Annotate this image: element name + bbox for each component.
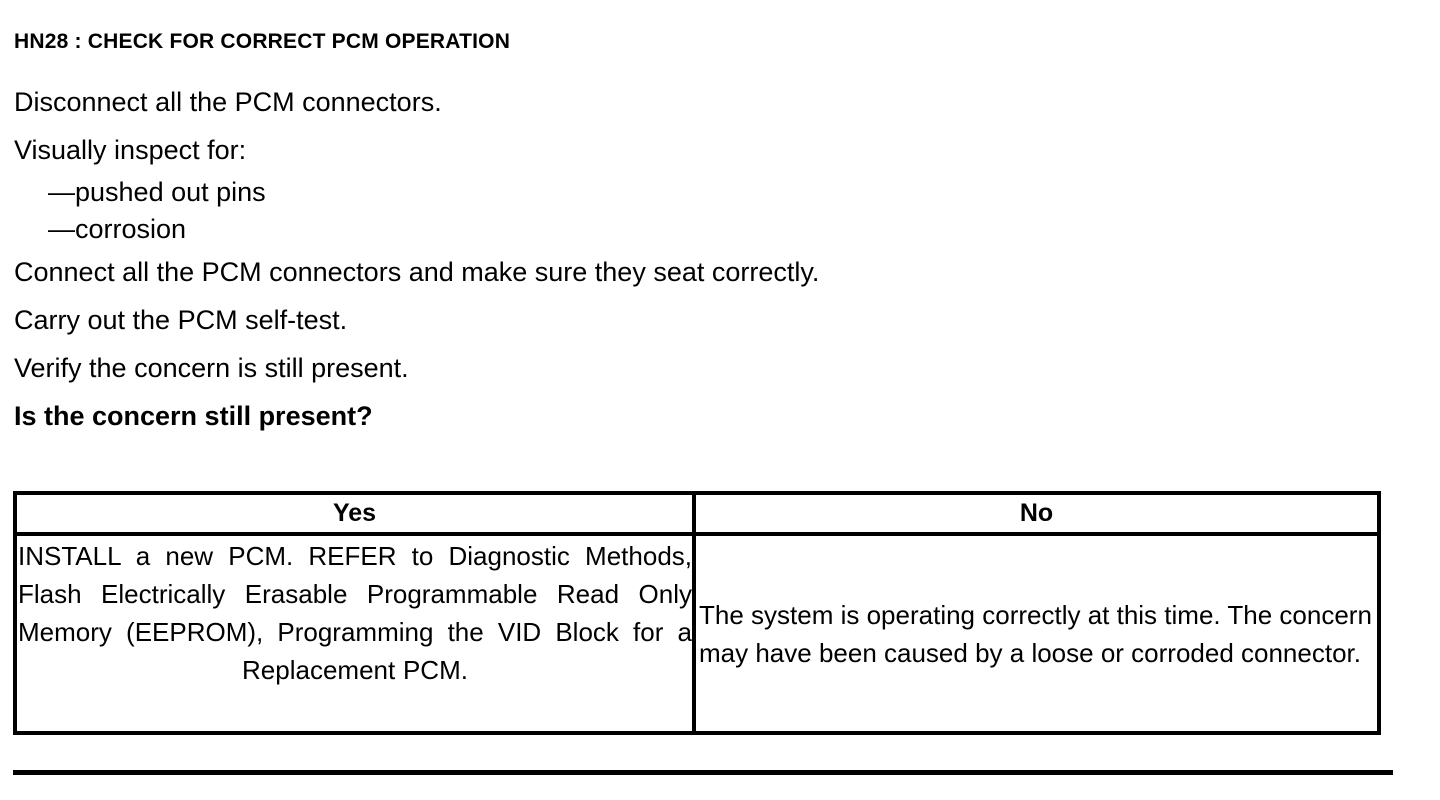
table-cell-yes: INSTALL a new PCM. REFER to Diagnostic M… — [17, 536, 696, 731]
table-cell-no: The system is operating correctly at thi… — [696, 536, 1377, 731]
table-cell-no-text: The system is operating correctly at thi… — [699, 599, 1372, 668]
decision-table: Yes No INSTALL a new PCM. REFER to Diagn… — [13, 491, 1381, 735]
step-line: Verify the concern is still present. — [14, 353, 409, 383]
procedure-steps: Disconnect all the PCM connectors. Visua… — [14, 78, 1414, 440]
inspect-item-list: —pushed out pins —corrosion — [14, 174, 1414, 248]
list-item: —pushed out pins — [48, 177, 266, 207]
table-cell-yes-text: INSTALL a new PCM. REFER to Diagnostic M… — [18, 541, 692, 685]
page-title: HN28 : CHECK FOR CORRECT PCM OPERATION — [14, 30, 511, 53]
step-line: Carry out the PCM self-test. — [14, 305, 348, 335]
list-item: —corrosion — [48, 214, 187, 244]
table-row: INSTALL a new PCM. REFER to Diagnostic M… — [17, 536, 1377, 731]
table-header-row: Yes No — [17, 495, 1377, 536]
footer-divider — [13, 770, 1393, 775]
step-line: Connect all the PCM connectors and make … — [14, 257, 820, 287]
step-line: Visually inspect for: — [14, 135, 247, 165]
step-line: Disconnect all the PCM connectors. — [14, 87, 442, 117]
table-header-no: No — [1019, 499, 1054, 527]
table-header-yes: Yes — [17, 495, 696, 532]
decision-question: Is the concern still present? — [14, 401, 373, 431]
